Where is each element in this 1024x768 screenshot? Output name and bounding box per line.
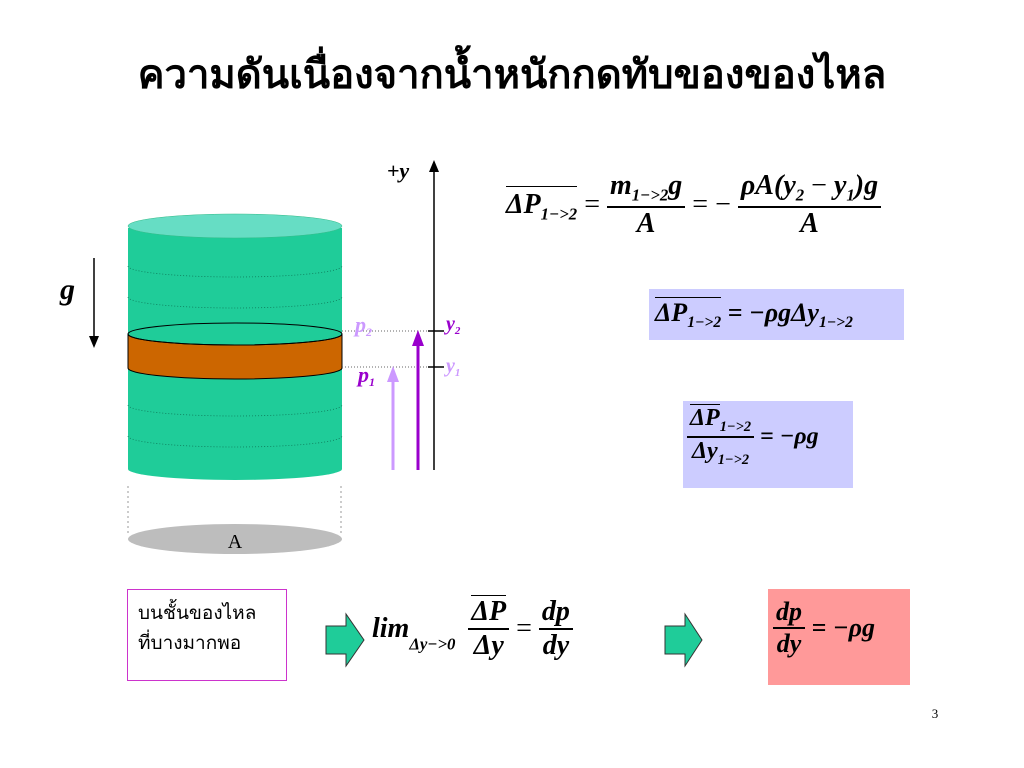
gravity-label: g xyxy=(59,273,75,306)
eq4-equals: = xyxy=(516,613,532,644)
eq2-lhs-main: ΔP xyxy=(655,298,688,327)
eq1-equals: = xyxy=(584,188,600,220)
eq1-rhs-y2: y xyxy=(783,170,796,201)
eq1-mid-fraction: m1−>2g A xyxy=(606,170,686,240)
eq1-rhs-y2-sub: 2 xyxy=(795,185,805,205)
p2-label: p2 xyxy=(353,312,372,339)
eq5-denominator: dy xyxy=(776,629,802,658)
result-box: dp dy = −ρg xyxy=(768,589,910,685)
eq1-lhs-main: ΔP xyxy=(506,188,541,220)
equation-limit: limΔy−>0 ΔP Δy = dp dy xyxy=(372,595,573,662)
y2-label-sub: 2 xyxy=(454,325,461,337)
eq2-lhs: ΔP1−>2 xyxy=(655,297,722,331)
eq1-rhs-post: )g xyxy=(854,170,879,201)
y-axis-arrowhead xyxy=(429,160,439,172)
eq2-rhs: = −ρgΔy xyxy=(727,298,819,327)
eq1-mid-num-sub: 1−>2 xyxy=(631,185,669,205)
note-line-1: บนชั้นของไหล xyxy=(138,602,257,624)
eq4-left-fraction: ΔP Δy xyxy=(468,595,510,662)
eq1-rhs-y1: y xyxy=(833,170,847,201)
p1-label-sub: 1 xyxy=(369,375,375,389)
eq4-num-main: ΔP xyxy=(471,595,507,627)
eq3-rhs: = −ρg xyxy=(760,423,819,450)
eq4-right-fraction: dp dy xyxy=(538,596,573,662)
eq1-rhs-pre: ρA( xyxy=(740,170,784,201)
eq1-lhs: ΔP1−>2 xyxy=(506,185,578,225)
eq4-right-numerator: dp xyxy=(538,596,573,630)
eq5-numerator: dp xyxy=(773,597,805,629)
eq4-numerator: ΔP xyxy=(468,595,510,630)
eq3-den-sub: 1−>2 xyxy=(717,451,750,468)
equation-pressure-difference: ΔP1−>2 = m1−>2g A = − ρA(y2 − y1)g A xyxy=(506,170,882,240)
eq5-fraction: dp dy xyxy=(773,597,805,659)
block-arrow-2 xyxy=(664,612,703,668)
eq1-mid-numerator: m1−>2g xyxy=(606,170,686,208)
p2-arrow-head xyxy=(412,330,424,346)
layer-line-4 xyxy=(127,435,343,448)
y1-label-main: y xyxy=(444,355,455,377)
eq3-fraction: ΔP1−>2 Δy1−>2 xyxy=(687,404,755,469)
eq1-rhs-minus: − xyxy=(804,170,834,201)
eq1-mid-num-main: m xyxy=(609,170,632,201)
area-label: A xyxy=(228,531,243,553)
p1-arrow-head xyxy=(387,366,399,382)
eq3-numerator: ΔP1−>2 xyxy=(687,404,755,438)
equation-2: ΔP1−>2 = −ρgΔy1−>2 xyxy=(655,297,853,332)
eq2-rhs-sub: 1−>2 xyxy=(818,314,853,332)
eq1-lhs-sub: 1−>2 xyxy=(540,204,578,224)
p2-label-sub: 2 xyxy=(365,325,372,339)
p2-label-main: p xyxy=(353,312,366,337)
area-base-ellipse xyxy=(128,524,342,554)
eq1-equals-minus: = − xyxy=(692,188,731,220)
eq4-right-denominator: dy xyxy=(542,630,570,661)
gravity-arrow-head xyxy=(89,336,99,348)
eq1-rhs-fraction: ρA(y2 − y1)g A xyxy=(737,170,882,240)
equation-3: ΔP1−>2 Δy1−>2 = −ρg xyxy=(687,404,819,469)
fluid-cylinder-top xyxy=(127,213,343,239)
eq3-denominator: Δy1−>2 xyxy=(687,438,754,469)
slide-title: ความดันเนื่องจากน้ำหนักกดทับของของไหล xyxy=(137,52,887,97)
eq3-num-sub: 1−>2 xyxy=(719,418,752,435)
block-arrow-1 xyxy=(325,612,365,668)
page-number: 3 xyxy=(931,706,939,721)
eq1-rhs-denominator: A xyxy=(800,207,819,239)
layer-line-3 xyxy=(127,404,343,417)
eq1-mid-num-tail: g xyxy=(668,170,683,201)
eq4-lim: lim xyxy=(372,613,410,644)
eq5-rhs: = −ρg xyxy=(811,613,875,642)
equation-box-ratio: ΔP1−>2 Δy1−>2 = −ρg xyxy=(683,401,853,488)
equation-result: dp dy = −ρg xyxy=(773,597,875,659)
fluid-slab-top xyxy=(127,322,343,346)
eq2-lhs-sub: 1−>2 xyxy=(687,314,722,332)
eq3-num-main: ΔP xyxy=(690,404,720,431)
eq4-lim-sub: Δy−>0 xyxy=(409,634,456,654)
eq1-rhs-numerator: ρA(y2 − y1)g xyxy=(737,170,882,208)
eq4-denominator: Δy xyxy=(473,630,504,661)
y1-label: y1 xyxy=(444,355,460,379)
p1-label-main: p xyxy=(356,362,369,387)
y2-label: y2 xyxy=(444,313,461,337)
eq1-mid-denominator: A xyxy=(636,207,656,239)
note-line-2: ที่บางมากพอ xyxy=(138,632,242,654)
p1-label: p1 xyxy=(356,362,375,389)
layer-line-2 xyxy=(127,296,343,309)
eq3-den-main: Δy xyxy=(692,437,718,464)
y-axis-label: +y xyxy=(387,158,410,183)
equation-box-pressure-rho-g: ΔP1−>2 = −ρgΔy1−>2 xyxy=(649,289,904,340)
layer-line-1 xyxy=(127,265,343,278)
thin-layer-note: บนชั้นของไหล ที่บางมากพอ xyxy=(127,589,287,681)
y2-label-main: y xyxy=(444,313,455,335)
y1-label-sub: 1 xyxy=(455,367,461,379)
eq1-rhs-y1-sub: 1 xyxy=(846,185,855,205)
